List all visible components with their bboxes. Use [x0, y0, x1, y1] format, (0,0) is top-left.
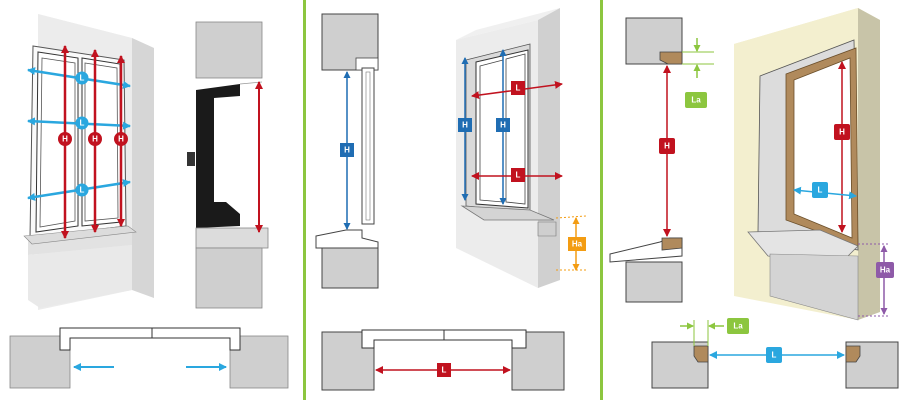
panel2-section-view: H: [315, 13, 379, 289]
svg-text:La: La: [691, 96, 701, 105]
svg-text:H: H: [344, 146, 350, 155]
panel2-section-height-badge: H: [340, 143, 354, 157]
svg-text:H: H: [462, 121, 468, 130]
panel3-rebate-top-badge: La: [685, 92, 707, 108]
panel3-plan-width-badge: L: [766, 347, 782, 363]
svg-text:La: La: [733, 322, 743, 331]
svg-text:L: L: [516, 171, 521, 180]
panel2-plan-view: L: [321, 329, 565, 391]
svg-text:L: L: [80, 186, 85, 195]
panel3-iso-height-badge: H: [834, 124, 850, 140]
panel1-plan-view: [9, 327, 289, 389]
panel2-iso-width-badge-bottom: L: [511, 168, 525, 182]
panel3-plan-view: La L: [651, 318, 899, 389]
panel3-plan-rebate-badge: La: [727, 318, 749, 334]
divider-right: [600, 0, 603, 400]
svg-text:L: L: [818, 186, 823, 195]
svg-text:L: L: [772, 351, 777, 360]
divider-left: [303, 0, 306, 400]
svg-text:H: H: [118, 135, 124, 144]
panel1-height-badge-right: H: [114, 132, 128, 146]
panel3-sill-height-badge: Ha: [876, 262, 894, 278]
panel2-iso-width-badge-top: L: [511, 81, 525, 95]
panel-3: La H H L Ha: [609, 8, 899, 389]
panel-1: L L L H H H: [9, 14, 289, 389]
svg-text:Ha: Ha: [572, 240, 583, 249]
panel1-width-badge-bottom: L: [75, 183, 89, 197]
panel3-iso-wall: [734, 8, 888, 321]
panel1-height-badge-left: H: [58, 132, 72, 146]
svg-text:L: L: [80, 74, 85, 83]
svg-text:H: H: [92, 135, 98, 144]
panel2-sill-height-badge: Ha: [568, 237, 586, 251]
panel1-section-view: [187, 21, 269, 309]
panel2-iso-height-badge-inner: H: [496, 118, 510, 132]
svg-text:Ha: Ha: [880, 266, 891, 275]
panel3-section-view: La H: [609, 17, 714, 303]
panel2-plan-width-badge: L: [437, 363, 451, 377]
svg-text:H: H: [500, 121, 506, 130]
svg-text:L: L: [516, 84, 521, 93]
panel3-iso-width-badge: L: [812, 182, 828, 198]
svg-text:L: L: [442, 366, 447, 375]
panel2-iso-height-badge-outer: H: [458, 118, 472, 132]
panel1-width-badge-top: L: [75, 71, 89, 85]
svg-text:H: H: [62, 135, 68, 144]
panel1-iso-wall: [23, 14, 154, 310]
panel3-section-height-badge: H: [659, 138, 675, 154]
svg-text:H: H: [664, 142, 670, 151]
svg-text:H: H: [839, 128, 845, 137]
panel-2: H H H L L Ha: [315, 8, 587, 391]
panel2-iso-wall: [456, 8, 587, 288]
svg-text:L: L: [80, 119, 85, 128]
panel1-width-badge-mid: L: [75, 116, 89, 130]
panel1-height-badge-center: H: [88, 132, 102, 146]
